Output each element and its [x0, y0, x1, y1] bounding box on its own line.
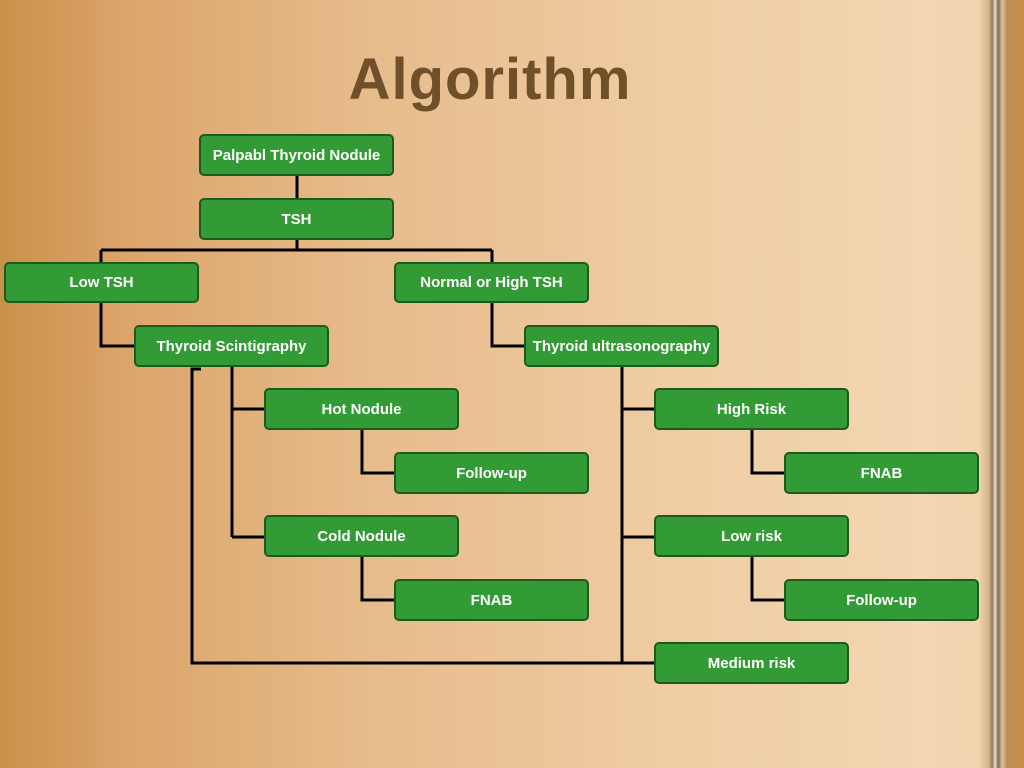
node-low-followup: Follow-up	[784, 579, 979, 621]
node-hot-followup: Follow-up	[394, 452, 589, 494]
node-high-fnab: FNAB	[784, 452, 979, 494]
connector-high-fnab	[750, 430, 785, 475]
node-normal-high-tsh: Normal or High TSH	[394, 262, 589, 303]
connector-low-followup	[750, 557, 785, 602]
slide-title: Algorithm	[348, 47, 632, 112]
connector-low-scint	[99, 303, 135, 348]
connector-cold-fnab	[360, 557, 395, 602]
node-palpable-nodule: Palpabl Thyroid Nodule	[199, 134, 394, 176]
node-high-risk: High Risk	[654, 388, 849, 430]
connector-scint-medium	[190, 367, 655, 665]
node-thyroid-scintigraphy: Thyroid Scintigraphy	[134, 325, 329, 367]
node-cold-nodule: Cold Nodule	[264, 515, 459, 557]
node-low-tsh: Low TSH	[4, 262, 199, 303]
connector-hot-followup	[360, 430, 395, 475]
connector-normal-us	[490, 303, 525, 348]
node-hot-nodule: Hot Nodule	[264, 388, 459, 430]
node-low-risk: Low risk	[654, 515, 849, 557]
node-medium-risk: Medium risk	[654, 642, 849, 684]
slide-right-edge	[980, 0, 1024, 768]
node-tsh: TSH	[199, 198, 394, 240]
node-cold-fnab: FNAB	[394, 579, 589, 621]
node-thyroid-ultrasonography: Thyroid ultrasonography	[524, 325, 719, 367]
